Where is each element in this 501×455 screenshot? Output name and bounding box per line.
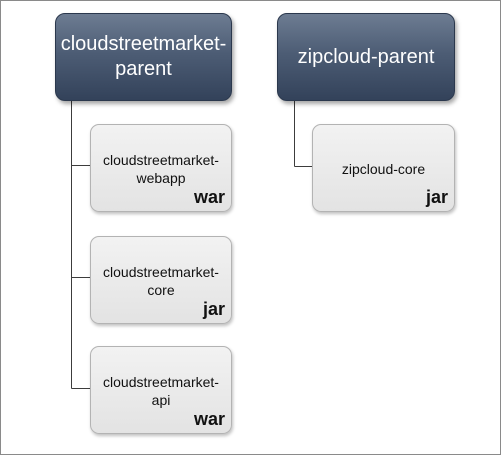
child-node-label: cloudstreetmarket- api <box>103 374 219 408</box>
parent-node-label: cloudstreetmarket- parent <box>60 33 227 80</box>
child-node-zipcloud-core: zipcloud-core jar <box>312 124 455 212</box>
child-node-label: cloudstreetmarket- webapp <box>103 152 219 186</box>
child-node-label: cloudstreetmarket- core <box>103 264 219 298</box>
packaging-type-label: war <box>193 409 225 429</box>
parent-node-zipcloud: zipcloud-parent <box>277 13 455 101</box>
child-node-label: zipcloud-core <box>341 161 426 177</box>
packaging-type-label: jar <box>202 299 225 319</box>
parent-node-label: zipcloud-parent <box>297 45 435 68</box>
packaging-type-label: jar <box>425 187 448 207</box>
child-node-cloudstreetmarket-api: cloudstreetmarket- api war <box>90 346 232 434</box>
parent-node-cloudstreetmarket: cloudstreetmarket- parent <box>55 13 232 101</box>
child-node-cloudstreetmarket-core: cloudstreetmarket- core jar <box>90 236 232 324</box>
child-node-cloudstreetmarket-webapp: cloudstreetmarket- webapp war <box>90 124 232 212</box>
packaging-type-label: war <box>193 187 225 207</box>
